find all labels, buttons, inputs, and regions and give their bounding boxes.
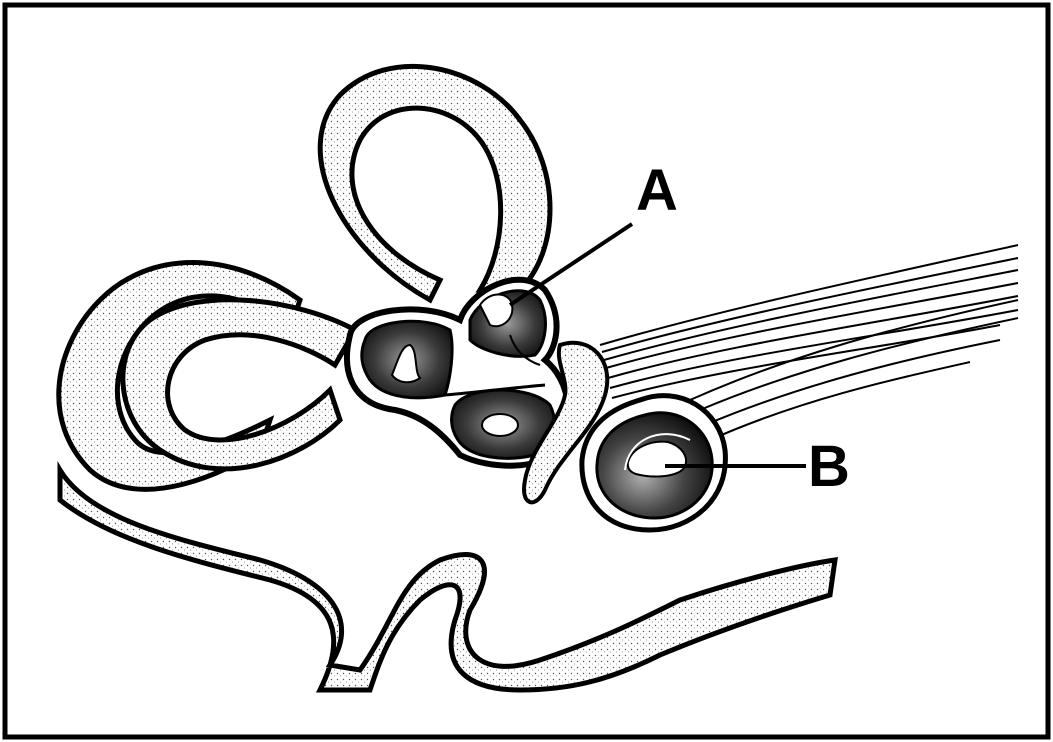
label-a: A	[636, 158, 678, 223]
macula-lower	[482, 414, 518, 436]
label-b: B	[808, 434, 850, 499]
